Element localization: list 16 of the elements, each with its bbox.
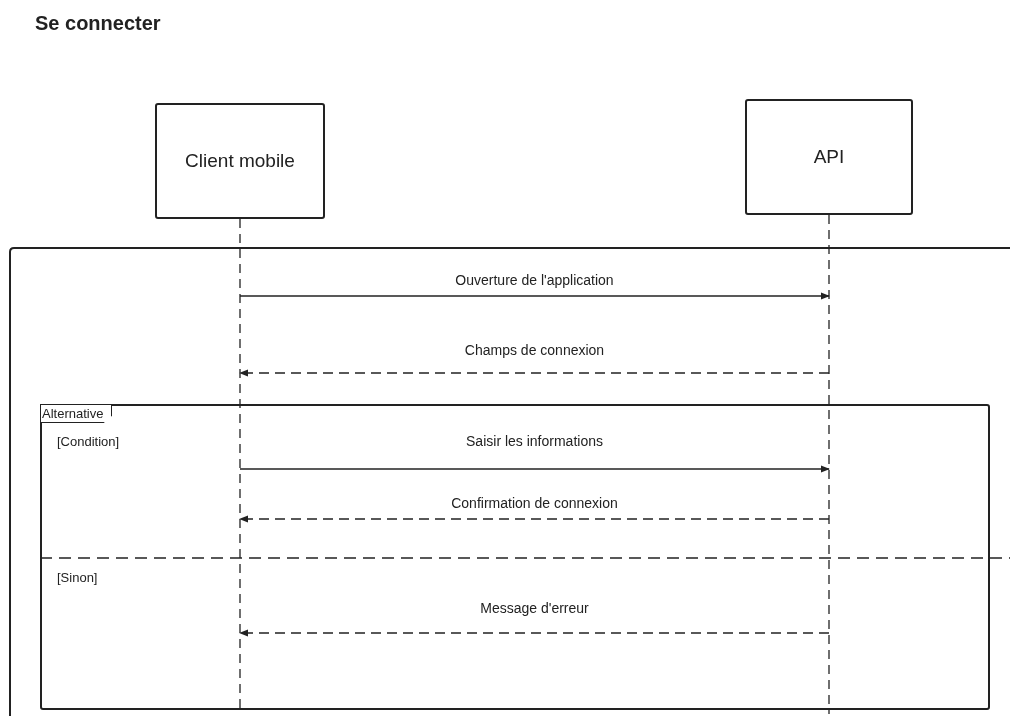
diagram-title: Se connecter [35, 12, 161, 35]
participant-name: API [813, 146, 845, 168]
message-label: Confirmation de connexion [449, 495, 620, 511]
guard-condition: [Condition] [57, 434, 120, 449]
message-arrow [239, 629, 830, 637]
guard-condition: [Sinon] [57, 570, 98, 585]
message-label: Champs de connexion [462, 342, 607, 358]
message-arrow [239, 465, 830, 473]
message-arrow [239, 292, 830, 300]
message-label: Saisir les informations [464, 433, 605, 449]
message-arrow [239, 369, 830, 377]
message-arrow [239, 515, 830, 523]
message-label: Ouverture de l'application [453, 272, 616, 288]
message-label: Message d'erreur [478, 600, 591, 616]
fragment-label: Alternative [40, 404, 113, 423]
participant-name: Client mobile [185, 150, 295, 172]
